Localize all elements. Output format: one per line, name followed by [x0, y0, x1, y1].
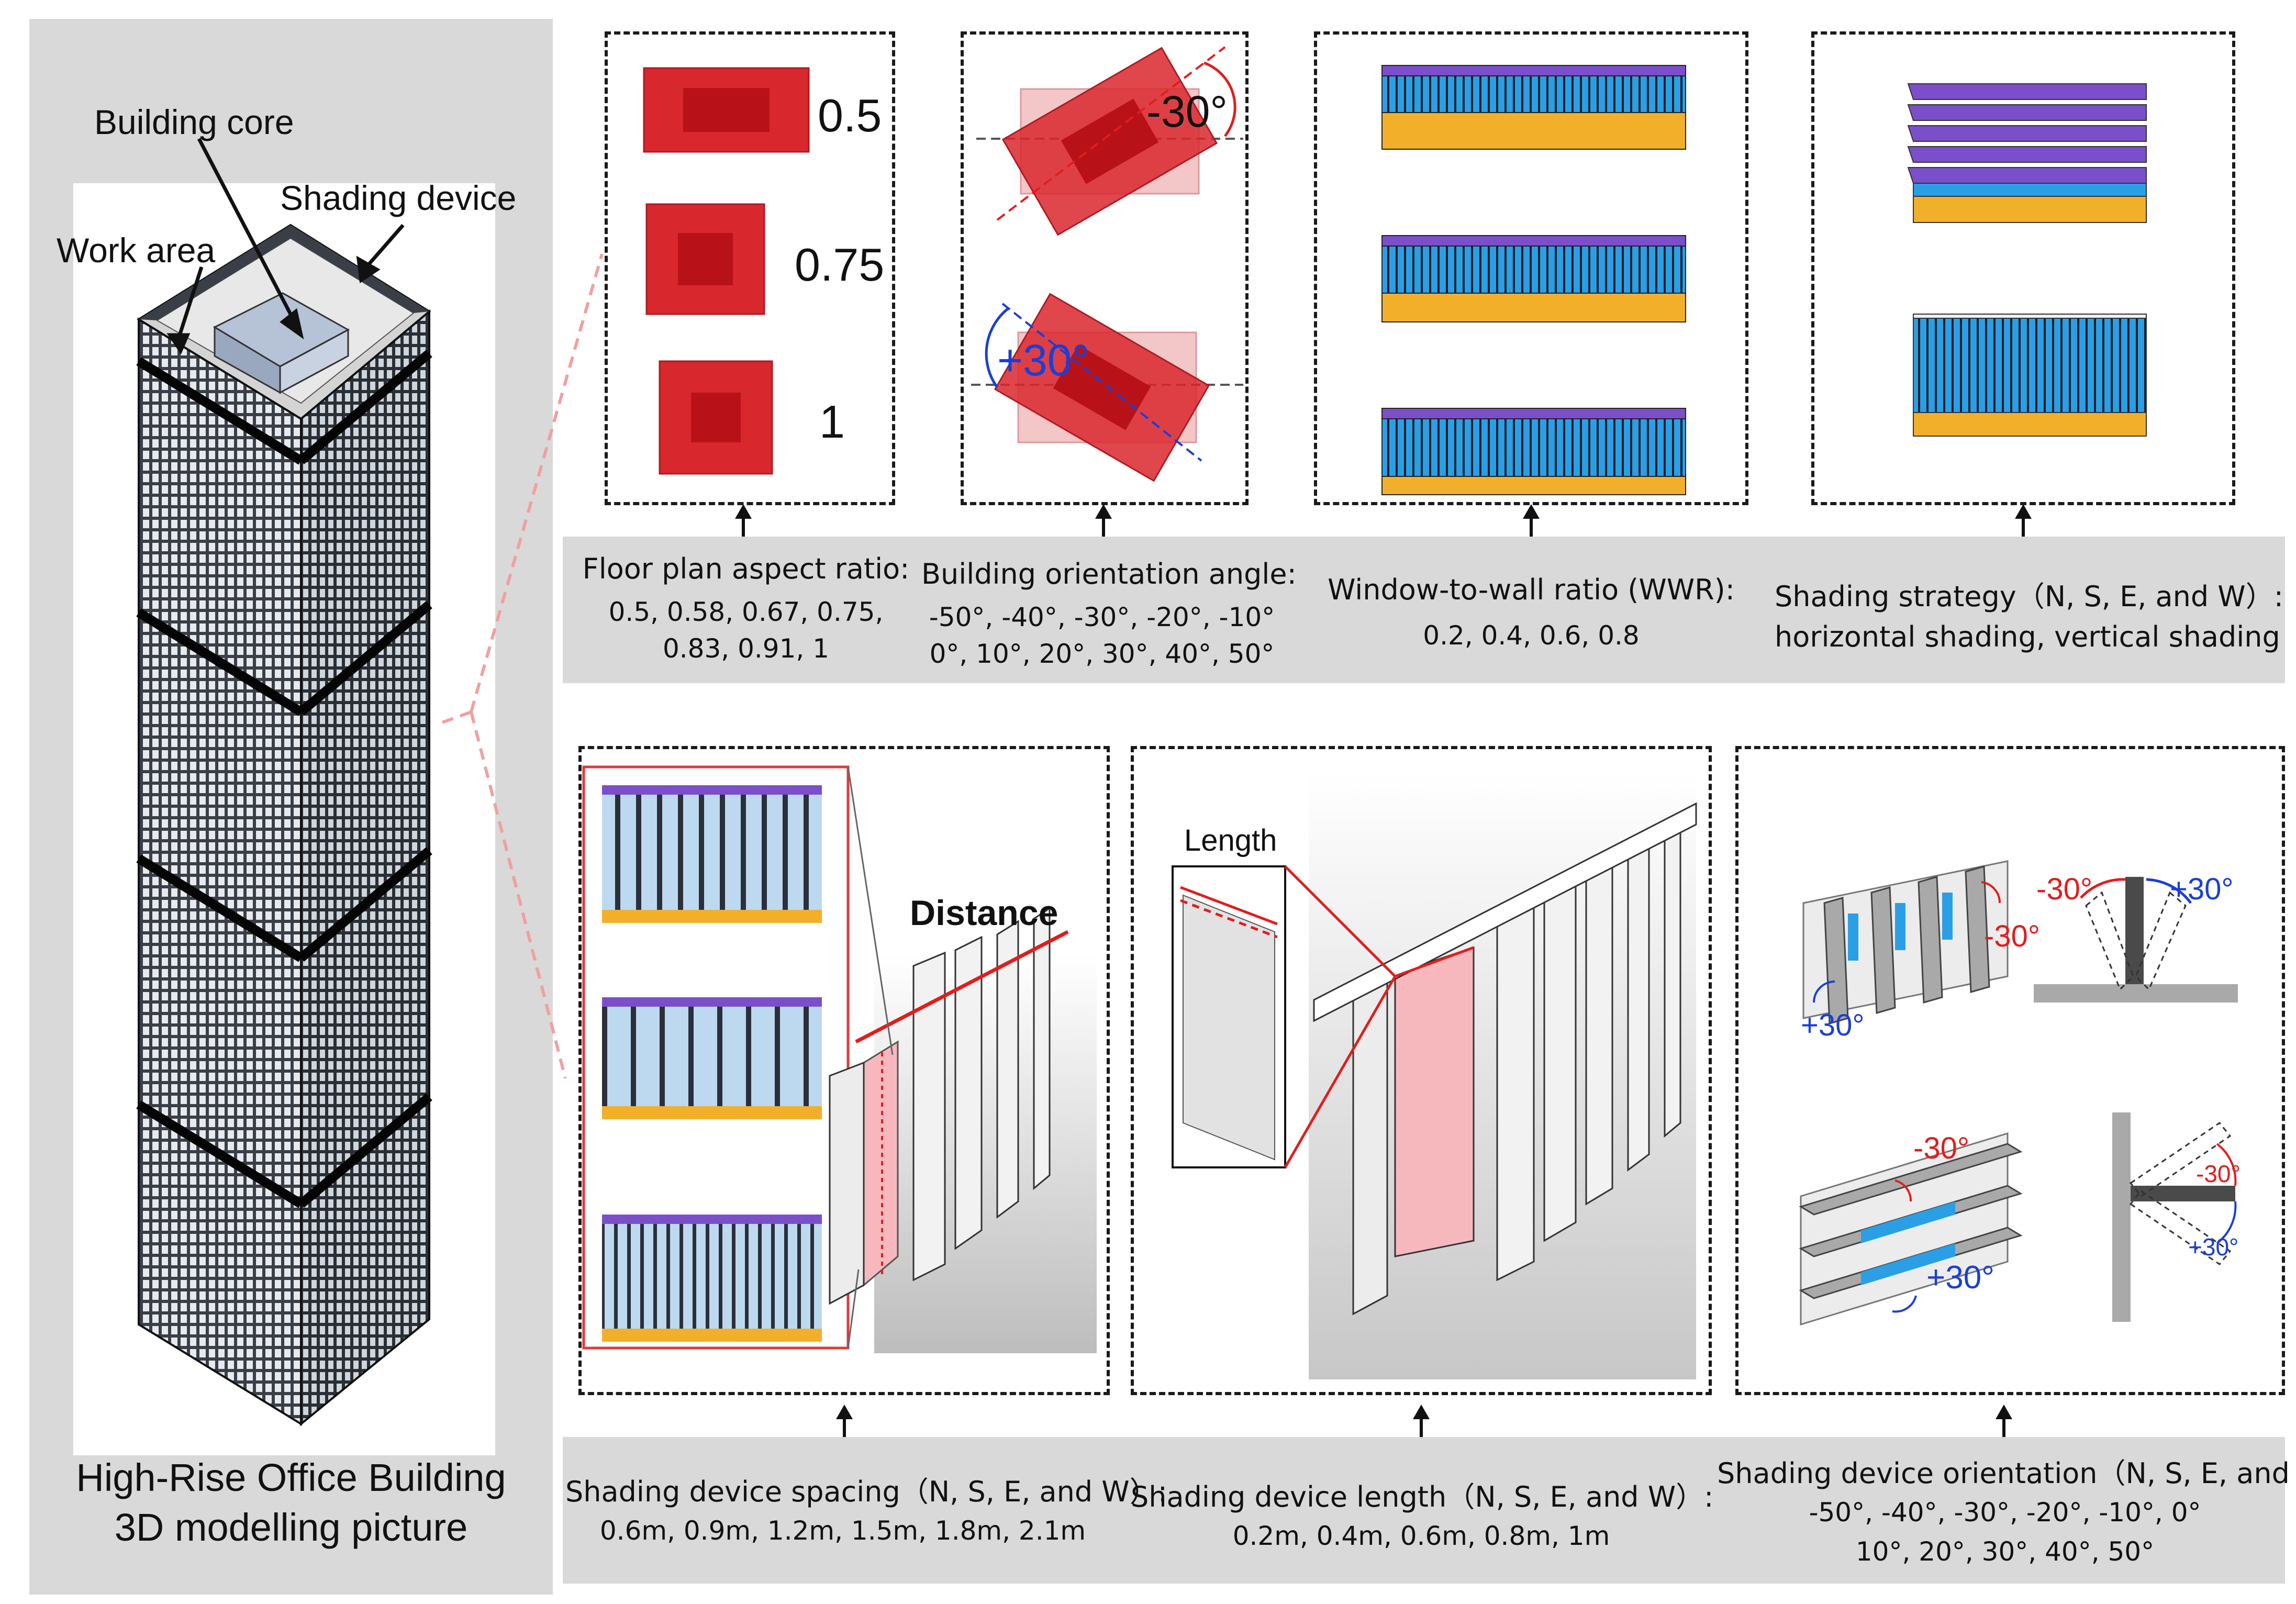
top-caption-bar: [563, 537, 2285, 683]
horizontal-side-neg-label: -30°: [2196, 1160, 2241, 1187]
shading-strategy-box: [1811, 31, 2235, 505]
distance-label: Distance: [910, 893, 1058, 933]
horizontal-side-pos-label: +30°: [2188, 1233, 2239, 1261]
highlighted-length-fin: [1394, 946, 1475, 1257]
wwr-sample-1: [1381, 65, 1686, 150]
horizontal-shading-sample: [1907, 83, 2147, 223]
wwr-box: [1314, 31, 1748, 505]
shading-orientation-diagram: [1799, 860, 2238, 1326]
building-caption-line1: High-Rise Office Building: [76, 1456, 506, 1499]
orientation-caption-values-1: -50°, -40°, -30°, -20°, -10°: [929, 602, 1275, 632]
wwr-diagram: [1381, 65, 1686, 495]
work-area-label: Work area: [57, 231, 216, 270]
length-caption-values: 0.2m, 0.4m, 0.6m, 0.8m, 1m: [1232, 1521, 1610, 1551]
vertical-side-pos-label: +30°: [1801, 1008, 1865, 1042]
wwr-sample-2: [1381, 235, 1686, 322]
length-box: [1131, 746, 1712, 1395]
wwr-caption-title: Window-to-wall ratio (WWR):: [1328, 573, 1735, 606]
length-label: Length: [1184, 823, 1277, 857]
shading-device-label: Shading device: [280, 179, 517, 217]
spacing-sample-2: [602, 997, 822, 1119]
orientation-caption-values-2: 0°, 10°, 20°, 30°, 40°, 50°: [929, 639, 1275, 669]
spacing-sample-1: [602, 785, 822, 923]
spacing-caption-title: Shading device spacing（N, S, E, and W）:: [565, 1475, 1167, 1508]
spacing-sample-3: [602, 1215, 822, 1342]
vertical-shading-sample: [1913, 314, 2147, 437]
arrow-shading-orientation: [1996, 1405, 2012, 1437]
ratio-label-05: 0.5: [818, 90, 882, 141]
highlighted-fin: [863, 1040, 899, 1287]
arrow-shading-strategy: [2015, 504, 2032, 537]
shading-orientation-box: [1735, 746, 2285, 1395]
orientation-caption-title: Building orientation angle:: [921, 558, 1297, 591]
ratio-label-075: 0.75: [795, 239, 885, 291]
bottom-caption-bar: [563, 1437, 2285, 1584]
floor-plan-diagram: [643, 67, 810, 475]
horizontal-pos-label: +30°: [1926, 1260, 1994, 1296]
length-diagram: [1172, 772, 1697, 1379]
spacing-caption-values: 0.6m, 0.9m, 1.2m, 1.5m, 1.8m, 2.1m: [599, 1516, 1086, 1546]
floor-plan-box: [605, 31, 895, 505]
arrow-wwr: [1523, 504, 1540, 537]
orientation-diagram: [971, 46, 1243, 482]
orientation-box: [961, 31, 1249, 505]
vertical-side-neg-label: -30°: [1984, 919, 2041, 953]
orientation-neg-label: -30°: [1146, 87, 1228, 136]
ratio-label-1: 1: [819, 396, 845, 448]
shading-orientation-caption-values-2: 10°, 20°, 30°, 40°, 50°: [1855, 1536, 2155, 1567]
orientation-pos-label: +30°: [997, 336, 1090, 385]
spacing-box: [578, 746, 1110, 1395]
shading-strategy-caption-title: Shading strategy（N, S, E, and W）:: [1775, 580, 2283, 613]
shading-strategy-diagram: [1907, 83, 2147, 437]
arrow-length: [1413, 1405, 1430, 1437]
building-caption-line2: 3D modelling picture: [114, 1506, 468, 1549]
spacing-diagram: [582, 765, 1097, 1353]
shading-orientation-caption-values-1: -50°, -40°, -30°, -20°, -10°, 0°: [1809, 1497, 2201, 1528]
arrow-floor-plan: [735, 504, 752, 537]
vertical-neg-label: -30°: [2036, 872, 2093, 906]
wwr-sample-3: [1381, 408, 1686, 495]
floor-plan-caption-title: Floor plan aspect ratio:: [582, 552, 910, 585]
wwr-caption-values: 0.2, 0.4, 0.6, 0.8: [1423, 620, 1640, 651]
arrow-orientation: [1095, 504, 1112, 537]
building-core-label: Building core: [94, 103, 294, 141]
shading-orientation-caption-title: Shading device orientation（N, S, E, and …: [1717, 1457, 2296, 1490]
floor-plan-caption-values-2: 0.83, 0.91, 1: [662, 633, 830, 664]
shading-strategy-caption-values: horizontal shading, vertical shading: [1775, 620, 2280, 653]
length-caption-title: Shading device length（N, S, E, and W）:: [1131, 1480, 1714, 1513]
arrow-spacing: [836, 1405, 853, 1437]
high-rise-building-illustration: [136, 138, 604, 1427]
horizontal-neg-label: -30°: [1913, 1131, 1970, 1165]
floor-plan-caption-values-1: 0.5, 0.58, 0.67, 0.75,: [608, 597, 884, 627]
vertical-pos-label: +30°: [2170, 872, 2234, 906]
